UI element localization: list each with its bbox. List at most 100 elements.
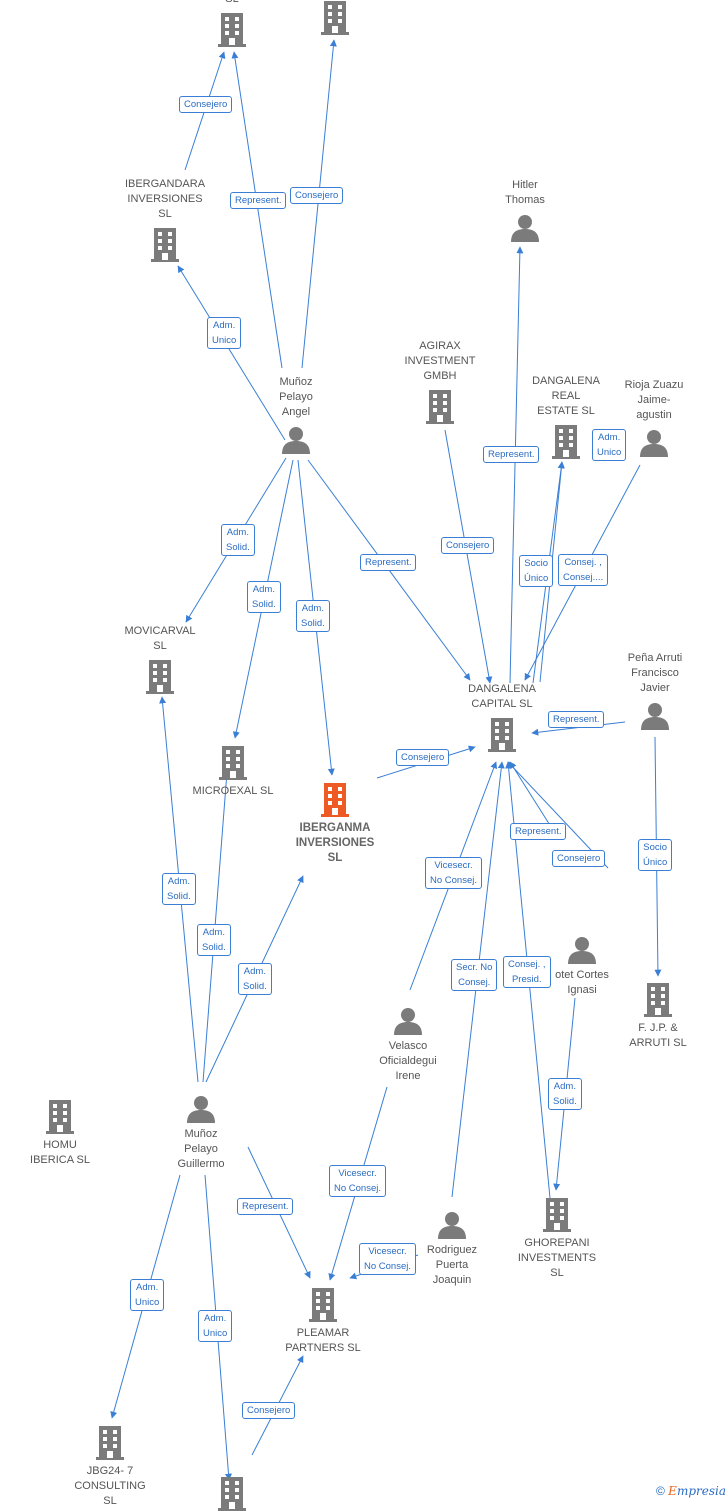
company-node[interactable]: F. J.P. & ARRUTI SL (598, 1021, 718, 1051)
relation-edge (177, 265, 286, 441)
relation-label[interactable]: Consejero (552, 850, 606, 867)
relation-label[interactable]: Adm. Solid. (296, 600, 330, 632)
building-icon[interactable] (426, 390, 454, 424)
node-label: Peña Arruti Francisco Javier (627, 652, 683, 694)
person-node[interactable]: Peña Arruti Francisco Javier (595, 651, 715, 696)
relation-label[interactable]: Consejero (290, 187, 344, 204)
relation-label[interactable]: Consej. , Presid. (503, 956, 551, 988)
relation-label[interactable]: Adm. Solid. (548, 1078, 582, 1110)
node-label: IBERGANMA INVERSIONES SL (295, 822, 375, 864)
node-label: Muñoz Pelayo Angel (279, 376, 313, 418)
relation-label[interactable]: Consejero (242, 1402, 296, 1419)
relation-label[interactable]: Adm. Solid. (197, 924, 231, 956)
node-label: PLEAMAR PARTNERS SL (285, 1327, 361, 1354)
building-icon[interactable] (151, 228, 179, 262)
node-label: F. J.P. & ARRUTI SL (629, 1022, 687, 1049)
person-icon[interactable] (568, 936, 596, 964)
company-node[interactable]: JBG24- 7 CONSULTING SL (50, 1464, 170, 1509)
person-icon[interactable] (394, 1007, 422, 1035)
building-icon[interactable] (309, 1288, 337, 1322)
node-label: Rioja Zuazu Jaime- agustin (624, 379, 684, 421)
building-icon[interactable] (219, 746, 247, 780)
person-node[interactable]: Muñoz Pelayo Guillermo (141, 1127, 261, 1172)
relation-label[interactable]: Adm. Unico (198, 1310, 233, 1342)
company-node[interactable]: GHOREPANI INVESTMENTS SL (497, 1236, 617, 1281)
relation-label[interactable]: Vicesecr. No Consej. (425, 857, 482, 889)
building-icon[interactable] (46, 1100, 74, 1134)
node-label: otet Cortes Ignasi (555, 969, 609, 996)
person-node[interactable]: Rodriguez Puerta Joaquin (392, 1243, 512, 1288)
relation-edge (509, 761, 554, 831)
node-label: Muñoz Pelayo Guillermo (177, 1128, 225, 1170)
relation-label[interactable]: Represent. (483, 446, 540, 463)
node-label: DANGALENA CAPITAL SL (468, 683, 536, 710)
relation-label[interactable]: Adm. Unico (130, 1279, 165, 1311)
person-node[interactable]: Hitler Thomas (465, 178, 585, 208)
company-node[interactable]: MICROEXAL SL (173, 784, 293, 799)
person-icon[interactable] (641, 702, 669, 730)
relation-label[interactable]: Represent. (230, 192, 287, 209)
relation-label[interactable]: Consejero (396, 749, 450, 766)
node-label: SL (172, 0, 292, 7)
relation-label[interactable]: Adm. Solid. (162, 873, 196, 905)
relation-edge (301, 39, 337, 369)
relation-label[interactable]: Consejero (179, 96, 233, 113)
person-icon[interactable] (438, 1211, 466, 1239)
person-node[interactable]: Rioja Zuazu Jaime- agustin (594, 378, 714, 423)
company-node[interactable]: HOMU IBERICA SL (0, 1138, 120, 1168)
relation-label[interactable]: Adm. Solid. (247, 581, 281, 613)
node-label: AGIRAX INVESTMENT GMBH (404, 340, 476, 382)
relation-edge (444, 429, 493, 684)
relation-edge (231, 51, 283, 369)
building-icon[interactable] (543, 1198, 571, 1232)
building-icon[interactable] (488, 718, 516, 752)
relation-label[interactable]: Adm. Unico (207, 317, 242, 349)
company-node[interactable]: MOVICARVAL SL (100, 624, 220, 654)
relation-label[interactable]: Vicesecr. No Consej. (329, 1165, 386, 1197)
node-label: GHOREPANI INVESTMENTS SL (517, 1237, 597, 1279)
building-icon[interactable] (552, 425, 580, 459)
building-icon[interactable] (321, 1, 349, 35)
person-node[interactable]: Muñoz Pelayo Angel (236, 375, 356, 420)
relation-label[interactable]: Consejero (441, 537, 495, 554)
building-icon[interactable] (146, 660, 174, 694)
copyright-symbol: © (655, 1484, 665, 1498)
person-icon[interactable] (511, 214, 539, 242)
relation-label[interactable]: Socio Único (519, 555, 554, 587)
person-icon[interactable] (640, 429, 668, 457)
building-icon[interactable] (321, 783, 349, 817)
person-icon[interactable] (282, 426, 310, 454)
relation-label[interactable]: Represent. (548, 711, 605, 728)
building-icon[interactable] (96, 1426, 124, 1460)
node-label: JBG24- 7 CONSULTING SL (74, 1465, 146, 1507)
node-label: Hitler Thomas (505, 179, 545, 206)
relation-label[interactable]: Secr. No Consej. (451, 959, 498, 991)
brand-footer: © Empresia (656, 1484, 726, 1498)
node-label: HOMU IBERICA SL (30, 1139, 90, 1166)
relation-label[interactable]: Adm. Solid. (238, 963, 272, 995)
relation-label[interactable]: Socio Único (638, 839, 673, 871)
relation-label[interactable]: Vicesecr. No Consej. (359, 1243, 416, 1275)
relation-label[interactable]: Consej. , Consej.... (558, 554, 609, 586)
person-node[interactable]: otet Cortes Ignasi (522, 968, 642, 998)
company-node[interactable]: IBERGANDARA INVERSIONES SL (105, 177, 225, 222)
building-icon[interactable] (218, 1477, 246, 1511)
company-node[interactable]: SL (172, 0, 292, 7)
company-node[interactable]: DANGALENA CAPITAL SL (442, 682, 562, 712)
person-node[interactable]: Velasco Oficialdegui Irene (348, 1039, 468, 1084)
relation-label[interactable]: Adm. Unico (592, 429, 627, 461)
person-icon[interactable] (187, 1095, 215, 1123)
relation-label[interactable]: Represent. (510, 823, 567, 840)
relation-label[interactable]: Adm. Solid. (221, 524, 255, 556)
company-node[interactable]: AGIRAX INVESTMENT GMBH (380, 339, 500, 384)
building-icon[interactable] (218, 13, 246, 47)
company-node[interactable]: DANGALENA REAL ESTATE SL (506, 374, 626, 419)
relation-label[interactable]: Represent. (237, 1198, 294, 1215)
relation-label[interactable]: Represent. (360, 554, 417, 571)
company-node[interactable]: PLEAMAR PARTNERS SL (263, 1326, 383, 1356)
node-label: DANGALENA REAL ESTATE SL (532, 375, 600, 417)
building-icon[interactable] (644, 983, 672, 1017)
empresia-logo: Empresia (668, 1484, 726, 1498)
company-node[interactable]: IBERGANMA INVERSIONES SL (275, 821, 395, 866)
